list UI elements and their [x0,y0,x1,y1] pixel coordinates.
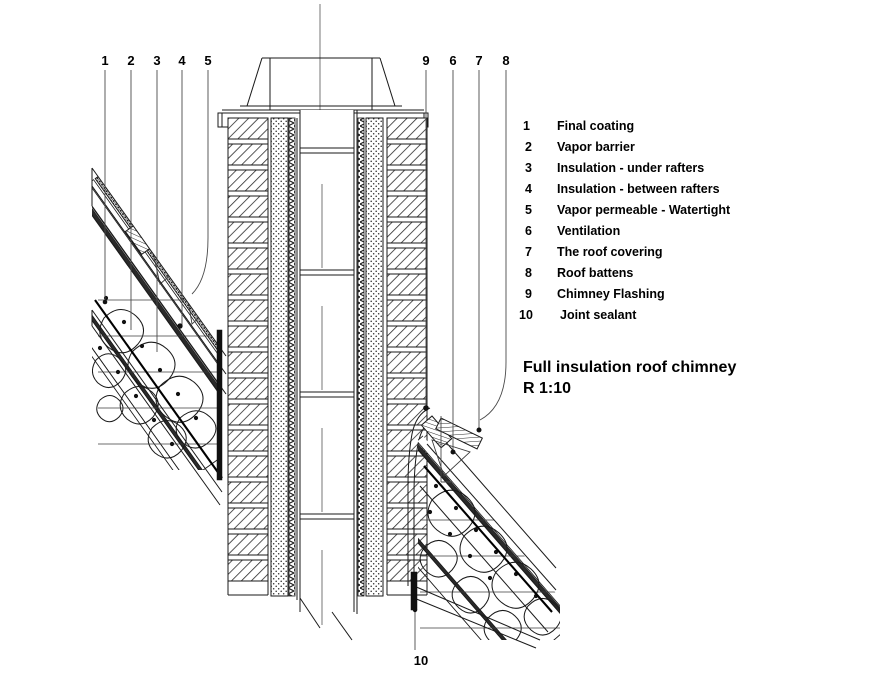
flue-joints [300,147,354,520]
chimney-membrane-left [288,117,296,597]
roof-outline-left [91,167,227,506]
callout-number-5: 5 [204,53,211,68]
legend-num-3: 3 [525,161,532,175]
callout-number-10: 10 [414,653,428,668]
legend-num-9: 9 [525,287,532,301]
rafter-marks-right [431,439,471,477]
legend-label-7: The roof covering [557,245,663,259]
chimney-wall-left [227,117,298,600]
roof-outline-right [413,423,557,649]
fastener-dots-right [427,483,539,599]
chimney-crown [217,4,429,330]
legend-label-1: Final coating [557,119,634,133]
chimney-insulation-right [365,117,384,597]
callout-number-9: 9 [422,53,429,68]
legend-num-10: 10 [519,308,533,322]
callout-leaders-right [423,70,507,483]
joint-sealant-bottom [410,571,418,611]
legend-num-6: 6 [525,224,532,238]
chimney-flashing-curve [407,407,431,586]
callout-number-7: 7 [475,53,482,68]
callout-numbers: 1 2 3 4 5 9 6 7 8 10 [101,53,509,668]
callout-number-3: 3 [153,53,160,68]
callout-number-8: 8 [502,53,509,68]
legend-num-5: 5 [525,203,532,217]
legend-label-8: Roof battens [557,266,633,280]
legend-num-1: 1 [523,119,530,133]
legend-num-7: 7 [525,245,532,259]
callout-number-4: 4 [178,53,186,68]
legend-label-4: Insulation - between rafters [557,182,720,196]
chimney-membrane-right [357,117,365,597]
roof-battens-right [420,415,484,450]
legend-num-4: 4 [525,182,532,196]
rafter-lines-right [420,519,560,629]
drawing-scale: R 1:10 [523,380,571,397]
callout-number-6: 6 [449,53,456,68]
legend-label-3: Insulation - under rafters [557,161,704,175]
title-block: Full insulation roof chimney R 1:10 [523,359,736,397]
callout-number-2: 2 [127,53,134,68]
callout-number-1: 1 [101,53,108,68]
legend-label-9: Chimney Flashing [557,287,665,301]
legend-label-5: Vapor permeable - Watertight [557,203,731,217]
roof-assembly-left [91,167,227,506]
chimney-wall-right [228,110,428,614]
legend-label-6: Ventilation [557,224,620,238]
callout-leaders-left [102,70,209,352]
legend-label-2: Vapor barrier [557,140,635,154]
legend: 1 Final coating 2 Vapor barrier 3 Insula… [519,119,731,322]
joint-sealant-left [216,329,223,481]
drawing-title: Full insulation roof chimney [523,359,736,376]
legend-num-2: 2 [525,140,532,154]
callout-leader-bottom [412,607,418,650]
legend-num-8: 8 [525,266,532,280]
chimney-flue [299,110,355,641]
legend-label-10: Joint sealant [560,308,637,322]
chimney-insulation-left [270,117,289,597]
